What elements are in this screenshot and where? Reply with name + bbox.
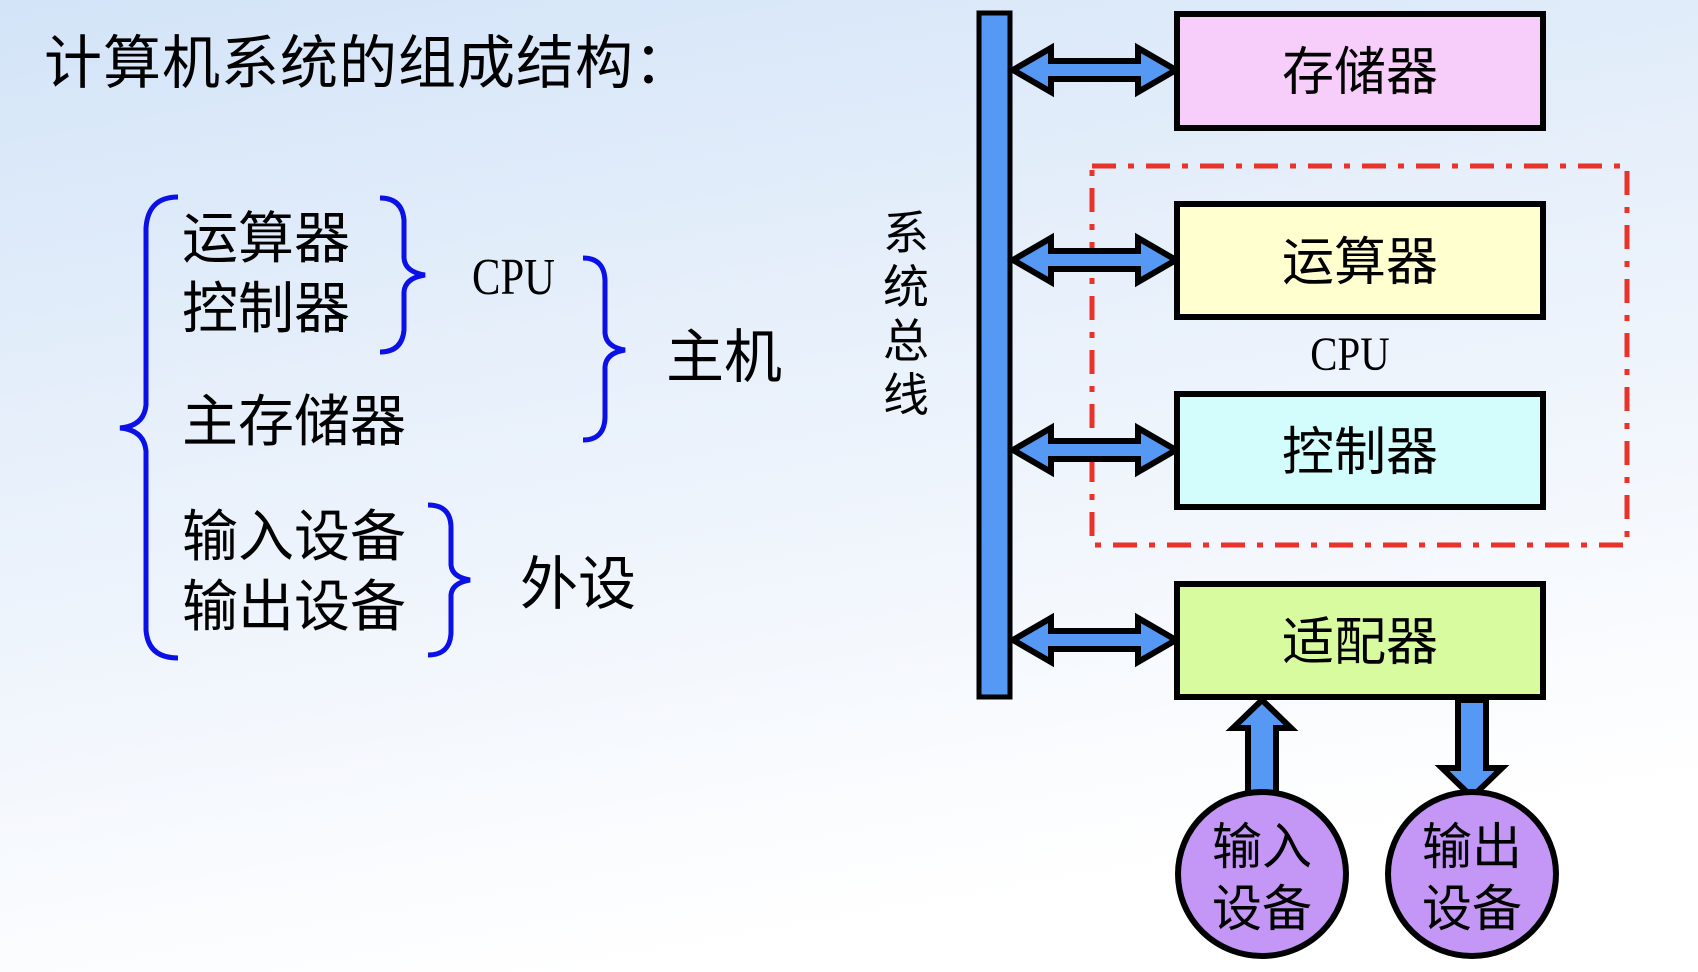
item-alu: 运算器 bbox=[182, 207, 350, 272]
group-label-cpu: CPU bbox=[472, 249, 555, 306]
cpu-region-label: CPU bbox=[1310, 327, 1389, 381]
system-bus bbox=[976, 10, 1013, 700]
output-device-label-line1: 输出 bbox=[1422, 818, 1522, 876]
control-label: 控制器 bbox=[1282, 423, 1438, 483]
output-device-circle bbox=[1385, 789, 1559, 959]
item-control: 控制器 bbox=[182, 277, 350, 342]
bus-label: 系统总线 bbox=[883, 206, 929, 422]
alu-label: 运算器 bbox=[1282, 233, 1438, 293]
adapter-label: 适配器 bbox=[1282, 613, 1438, 673]
page-title: 计算机系统的组成结构： bbox=[44, 29, 694, 97]
memory-label: 存储器 bbox=[1282, 43, 1438, 103]
group-label-host: 主机 bbox=[666, 323, 783, 391]
control-box bbox=[1174, 391, 1546, 510]
input-arrow bbox=[1225, 695, 1299, 803]
brace-peripheral bbox=[427, 502, 471, 658]
group-label-peripheral: 外设 bbox=[520, 550, 637, 618]
input-device-label-line1: 输入 bbox=[1212, 818, 1312, 876]
brace-host bbox=[582, 255, 626, 443]
item-main-memory: 主存储器 bbox=[182, 390, 406, 455]
alu-box bbox=[1174, 201, 1546, 320]
output-arrow bbox=[1434, 697, 1510, 802]
brace-cpu bbox=[379, 195, 426, 355]
adapter-box bbox=[1174, 581, 1546, 700]
adapter-bus-arrow bbox=[1007, 612, 1182, 668]
item-output-device: 输出设备 bbox=[182, 575, 406, 640]
output-device-label-line2: 设备 bbox=[1422, 880, 1522, 938]
input-device-circle bbox=[1175, 789, 1349, 959]
cpu-region-border bbox=[1089, 163, 1630, 548]
brace-system bbox=[119, 194, 179, 661]
memory-bus-arrow bbox=[1007, 42, 1182, 98]
item-input-device: 输入设备 bbox=[182, 505, 406, 570]
memory-box bbox=[1174, 11, 1546, 131]
input-device-label-line2: 设备 bbox=[1212, 880, 1312, 938]
